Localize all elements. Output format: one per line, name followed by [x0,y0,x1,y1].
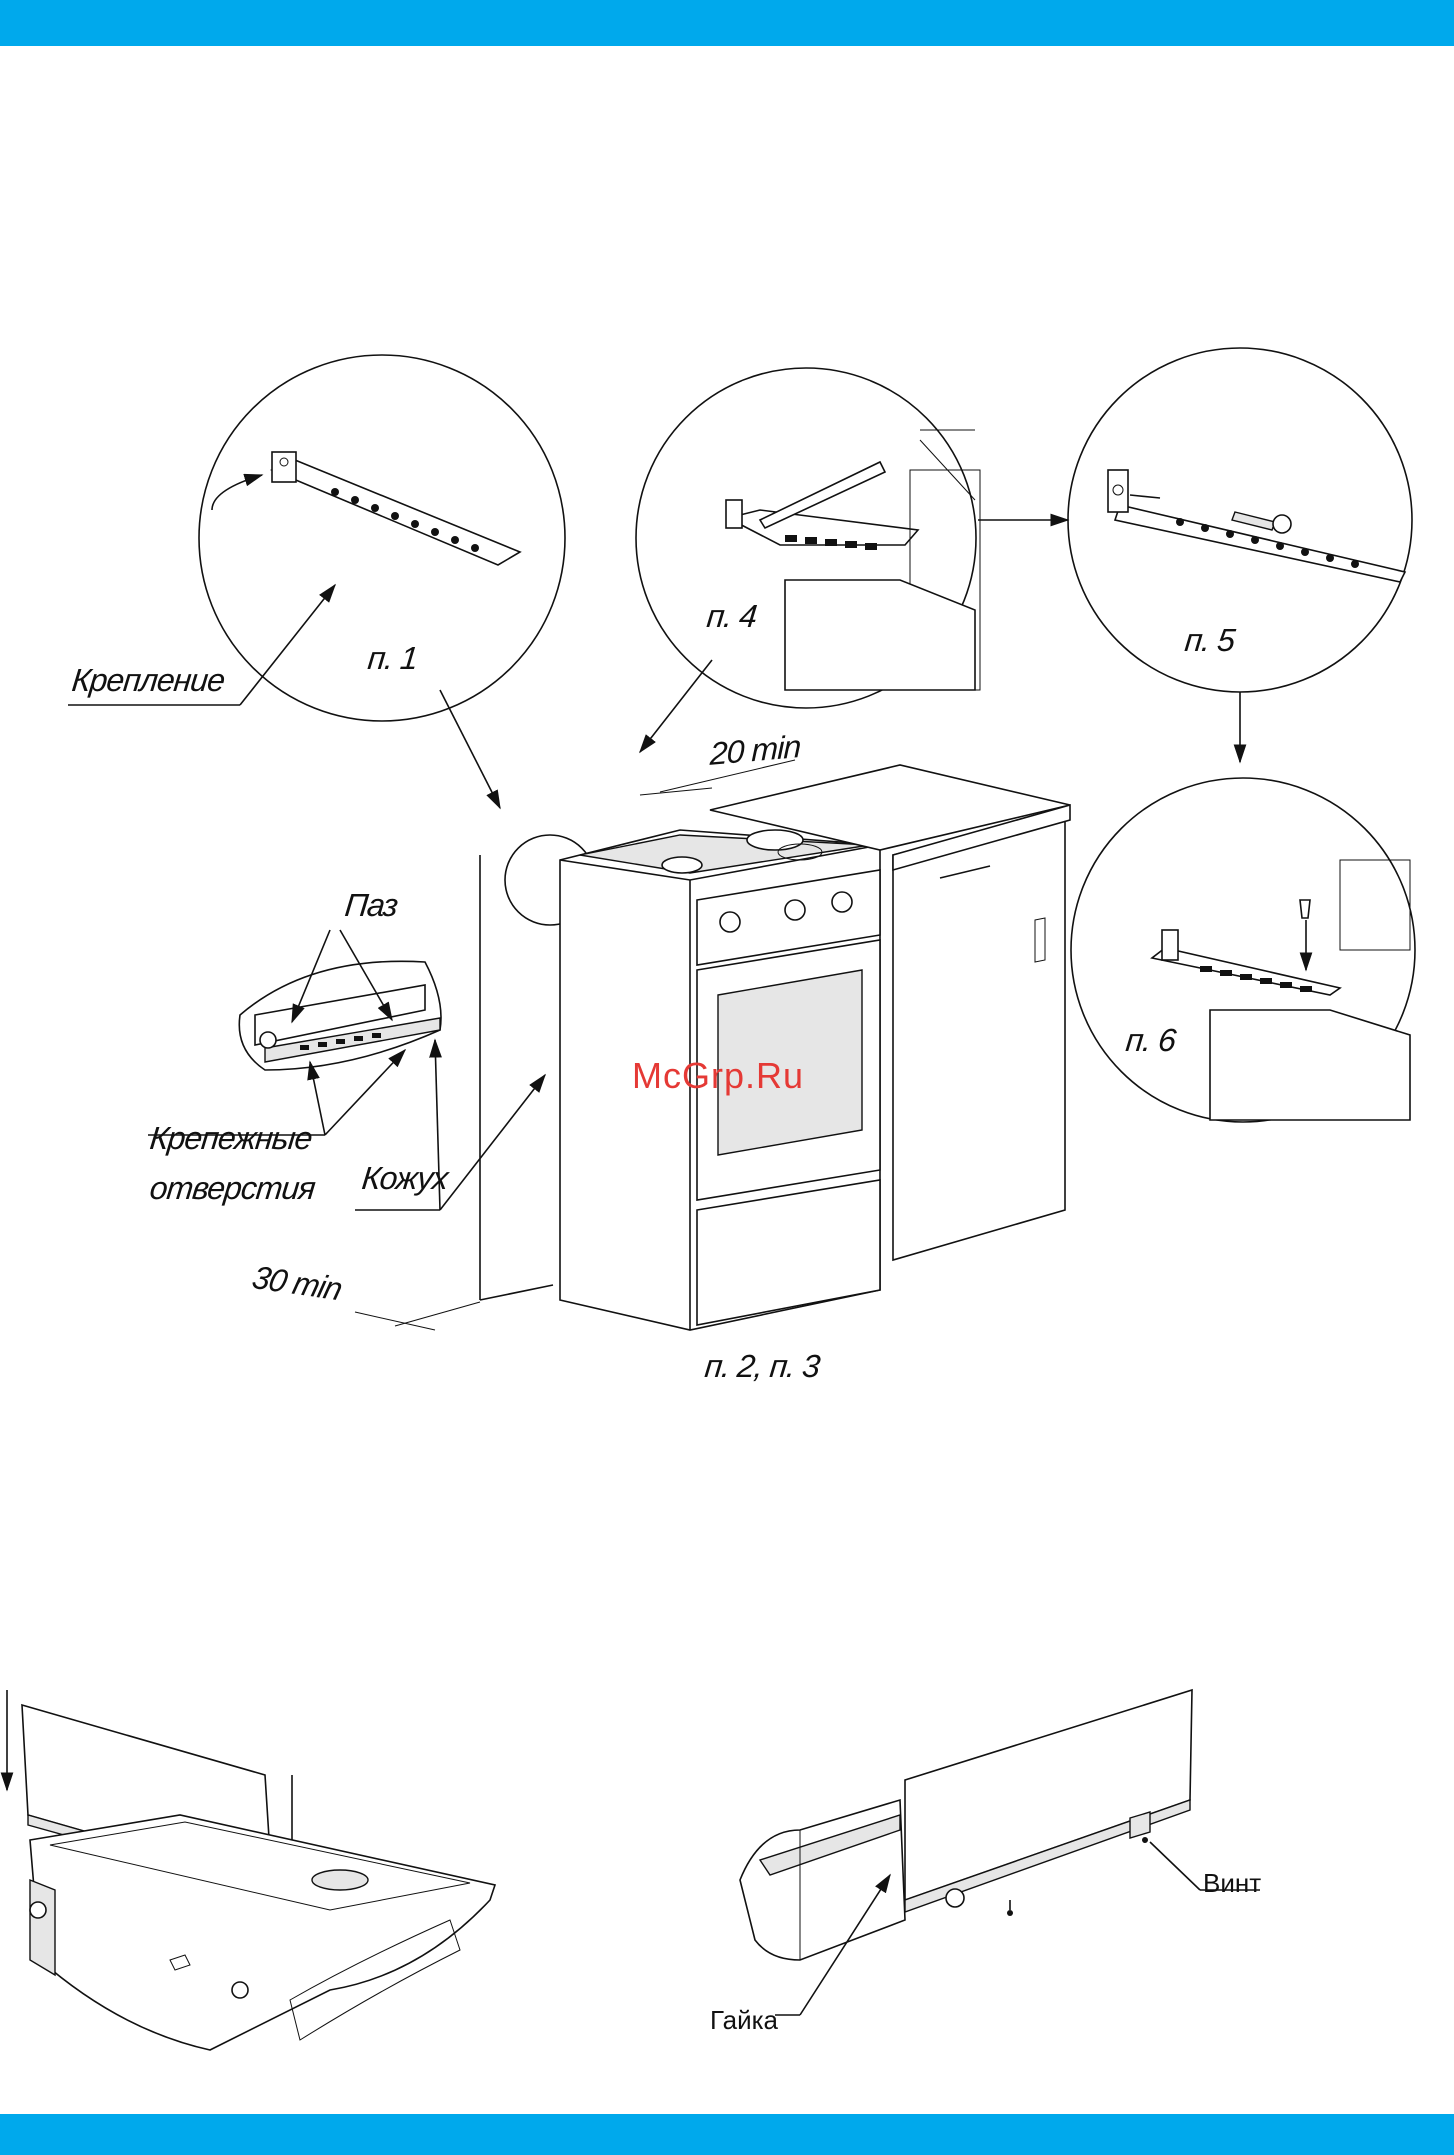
vint-label: Винт [1203,1868,1261,1899]
p4-arrow [640,660,712,752]
watermark: McGrp.Ru [632,1055,804,1097]
top-color-band [0,0,1454,46]
p6-label: п. 6 [1124,1022,1177,1059]
detail-circle-p5 [1068,348,1412,692]
p23-label: п. 2, п. 3 [703,1348,821,1385]
p4-label: п. 4 [705,598,758,635]
installation-diagram-drawing [0,330,1454,1410]
shroud-detail [148,930,545,1210]
paz-label: Паз [343,887,399,924]
bottom-color-band [0,2114,1454,2155]
dim-20min [640,788,712,795]
gayka-label: Гайка [710,2005,778,2036]
holes-label-line2: отверстия [148,1170,316,1207]
lid-right-drawing [740,1690,1260,2015]
detail-circle-p4 [636,368,980,708]
holes-label-line1: Крепежные [148,1120,313,1157]
dim-30min [355,1312,435,1330]
glass-lid-diagram: Винт Гайка [0,1640,1454,2100]
p1-arrow [440,690,500,808]
kozhuh-label: Кожух [360,1160,449,1197]
detail-circle-p6 [1071,778,1415,1122]
krepl-label: Крепление [70,662,226,699]
p1-label: п. 1 [366,640,419,677]
installation-diagram: Крепление п. 1 п. 4 п. 5 п. 6 20 min Паз… [0,330,1454,1410]
p5-label: п. 5 [1183,622,1236,659]
lid-left-drawing [7,1690,495,2050]
